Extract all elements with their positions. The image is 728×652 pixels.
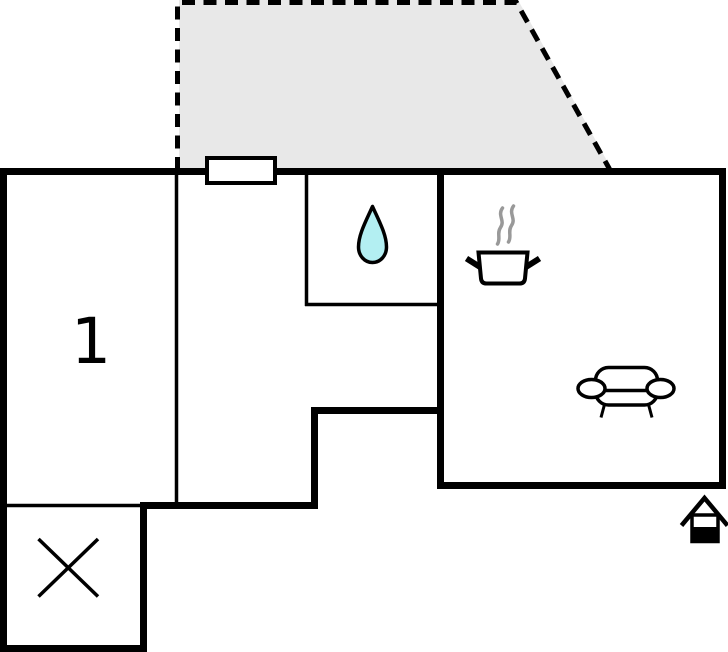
outer-walls xyxy=(0,168,726,652)
x-mark-line-2 xyxy=(37,537,100,598)
water-drop-icon xyxy=(356,204,389,265)
sofa-armrest-left xyxy=(576,377,607,400)
steam-line-left xyxy=(495,206,505,246)
house-roof xyxy=(679,494,728,527)
x-mark-icon xyxy=(37,537,100,598)
pot-body xyxy=(476,250,530,286)
house-body-fill xyxy=(690,527,720,542)
steam-line-right xyxy=(506,204,516,244)
sofa-armrest-right xyxy=(645,377,676,400)
interior-walls xyxy=(0,168,444,508)
window-marker xyxy=(205,156,277,185)
sofa-icon xyxy=(576,365,676,418)
terrace-fill xyxy=(179,0,611,168)
bedroom-room-number: 1 xyxy=(71,305,111,378)
terrace-area xyxy=(175,0,612,171)
sofa-leg-left xyxy=(599,404,606,418)
sofa-leg-right xyxy=(647,404,654,418)
cooking-pot-icon xyxy=(464,204,542,286)
house-icon xyxy=(679,494,728,544)
